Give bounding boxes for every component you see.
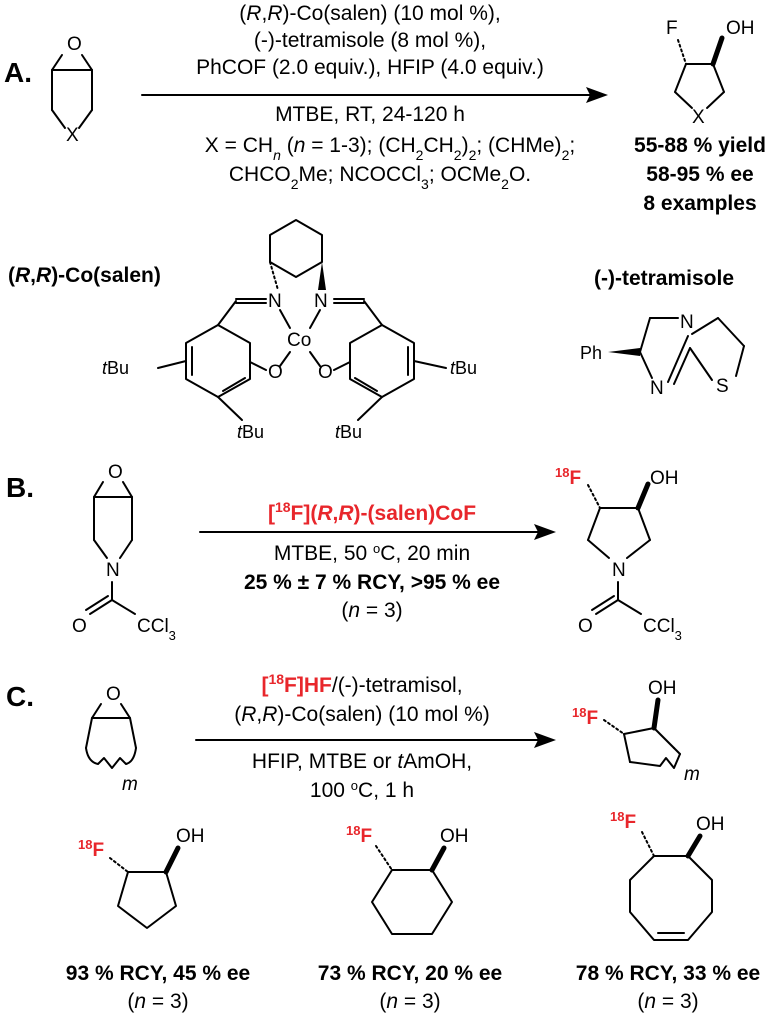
svg-text:[18F](R,R)-(salen)CoF: [18F](R,R)-(salen)CoF [268,499,476,525]
svg-text:Ph: Ph [580,343,602,363]
svg-text:CCl3: CCl3 [137,616,176,643]
cond-a-2: (-)-tetramisole (8 mol %), [254,29,486,52]
reactant-c: O m [85,684,138,795]
svg-text:MTBE, 50 oC, 20 min: MTBE, 50 oC, 20 min [274,541,470,566]
section-b-label: B. [6,472,34,503]
example-3-n: (n = 3) [637,990,698,1013]
svg-text:N: N [650,378,664,399]
example-3-structure: 18F OH [610,809,725,941]
example-2-result: 73 % RCY, 20 % ee [318,962,502,985]
svg-text:tBu: tBu [450,358,477,378]
svg-text:tBu: tBu [335,422,362,442]
svg-text:[18F]HF/(-)-tetramisol,: [18F]HF/(-)-tetramisol, [261,671,462,697]
svg-text:(n = 3): (n = 3) [341,599,402,622]
svg-text:CCl3: CCl3 [643,616,682,643]
example-2-n: (n = 3) [379,990,440,1013]
svg-text:OH: OH [648,678,677,699]
svg-text:18F: 18F [572,705,598,730]
example-1-n: (n = 3) [127,990,188,1013]
example-3-result: 78 % RCY, 33 % ee [576,962,760,985]
example-2-structure: 18F OH [346,823,469,935]
section-a-label: A. [4,57,32,88]
svg-text:18F: 18F [346,823,372,848]
cond-a-3: PhCOF (2.0 equiv.), HFIP (4.0 equiv.) [196,56,544,79]
svg-text:O: O [268,362,283,383]
example-1-structure: 18F OH [78,826,205,929]
svg-text:100 oC, 1 h: 100 oC, 1 h [310,778,414,803]
product-c: OH 18F m [572,678,700,785]
svg-text:18F: 18F [78,837,104,862]
svg-text:HFIP, MTBE or tAmOH,: HFIP, MTBE or tAmOH, [252,750,472,773]
conditions-a: (R,R)-Co(salen) (10 mol %), (-)-tetramis… [141,2,608,192]
section-c-label: C. [6,681,34,712]
svg-text:O: O [318,362,333,383]
svg-text:N: N [612,560,626,581]
tetramisole-structure: Ph N N S [580,312,745,399]
svg-text:(R,R)-Co(salen) (10 mol %),: (R,R)-Co(salen) (10 mol %), [239,2,500,25]
svg-text:18F: 18F [555,465,581,490]
yield-a: 55-88 % yield [634,134,766,157]
svg-text:F: F [666,18,678,39]
svg-text:m: m [122,774,138,795]
reactant-b: O N O CCl3 [72,462,176,643]
svg-text:N: N [106,560,120,581]
rcy-b: 25 % ± 7 % RCY, >95 % ee [244,571,500,594]
epoxide-reactant-a: O X [51,34,93,146]
svg-text:O: O [578,616,593,637]
svg-text:OH: OH [440,826,469,847]
svg-text:X: X [692,107,705,128]
svg-text:O: O [67,34,82,55]
catalyst-label: (R,R)-Co(salen) [8,264,161,287]
svg-text:S: S [716,376,729,397]
svg-text:tBu: tBu [102,358,129,378]
conditions-b: [18F](R,R)-(salen)CoF MTBE, 50 oC, 20 mi… [199,499,556,622]
ee-a: 58-95 % ee [646,163,753,186]
examples-a: 8 examples [643,192,756,215]
product-a: F OH X [666,18,755,128]
svg-text:(R,R)-Co(salen) (10 mol %): (R,R)-Co(salen) (10 mol %) [234,703,490,726]
svg-text:O: O [72,616,87,637]
arrow-c-head [534,732,556,748]
svg-text:OH: OH [696,814,725,835]
svg-text:tBu: tBu [237,422,264,442]
svg-text:Co: Co [287,330,311,351]
svg-text:18F: 18F [610,809,636,834]
product-b: 18F OH N O CCl3 [555,465,682,643]
conditions-c: [18F]HF/(-)-tetramisol, (R,R)-Co(salen) … [195,671,556,803]
svg-text:OH: OH [726,18,755,39]
salen-structure: N N Co O O tBu tBu tBu tBu [102,219,477,442]
svg-text:X = CHn (n = 1-3); (CH2CH2)2;: X = CHn (n = 1-3); (CH2CH2)2; (CHMe)2; [205,134,575,163]
svg-text:X: X [66,125,79,146]
svg-text:O: O [106,684,121,705]
svg-text:N: N [268,291,282,312]
svg-text:N: N [680,312,694,333]
example-1-result: 93 % RCY, 45 % ee [66,962,250,985]
cocatalyst-label: (-)-tetramisole [594,267,734,290]
cond-a-4: MTBE, RT, 24-120 h [275,103,465,126]
arrow-a-head [586,87,608,103]
svg-text:N: N [314,291,328,312]
svg-text:O: O [108,462,123,483]
svg-text:OH: OH [176,826,205,847]
svg-text:CHCO2Me; NCOCCl3; OCMe2O.: CHCO2Me; NCOCCl3; OCMe2O. [229,163,531,192]
arrow-b-head [534,524,556,540]
results-a: 55-88 % yield 58-95 % ee 8 examples [634,134,766,215]
svg-text:OH: OH [650,468,679,489]
svg-text:m: m [684,764,700,785]
